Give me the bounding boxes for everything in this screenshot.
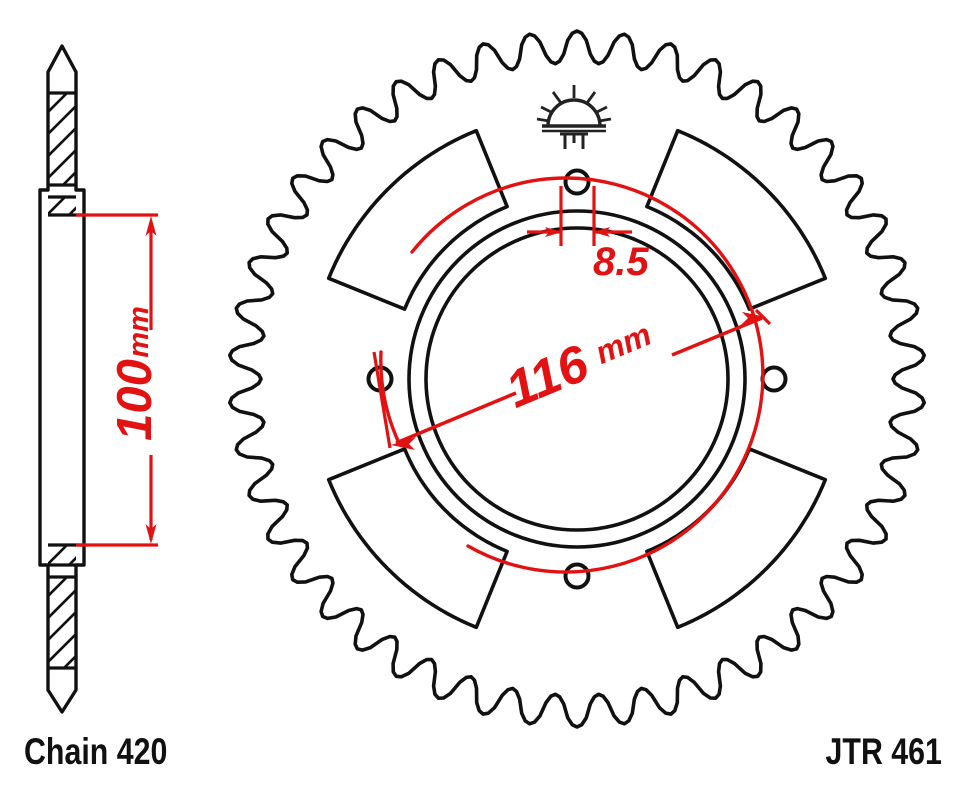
surface-finish-dome <box>546 98 602 127</box>
surface-finish-symbol <box>536 85 612 149</box>
side-section-view <box>38 44 86 714</box>
arrowhead-8.5-left <box>545 227 562 237</box>
arrowhead-down <box>145 524 157 544</box>
dim-line-116-lower <box>395 391 517 445</box>
dimension-8.5: 8.5 <box>527 186 649 284</box>
bolt-hole-bottom <box>563 562 591 590</box>
lightening-hole <box>645 128 828 311</box>
arrowhead-116-left <box>391 437 416 450</box>
lightening-holes <box>326 128 828 630</box>
section-hatch-bottom-small <box>48 545 76 565</box>
side-view-outline <box>38 44 86 714</box>
bolt-circle-arc-main <box>410 176 765 574</box>
bolt-hole-top <box>563 168 591 196</box>
dimension-8.5-value: 8.5 <box>593 240 649 284</box>
section-hatch-top <box>48 93 76 185</box>
ext-line-116-left <box>372 351 392 449</box>
center-bore-circle <box>424 226 730 532</box>
front-face-view <box>228 29 926 729</box>
lightening-hole <box>326 128 509 311</box>
dimension-100mm-value: 100 <box>108 359 162 441</box>
dim-line-116-upper <box>671 316 763 357</box>
dimension-100mm-text-group: 100 mm <box>108 306 162 441</box>
part-number-label: JTR 461 <box>825 731 942 772</box>
bolt-circle-arc-left <box>379 350 401 445</box>
bolt-circle-reference <box>379 176 765 574</box>
arrowhead-8.5-right <box>593 227 610 237</box>
section-hatch-top-small <box>48 197 76 215</box>
surface-finish-rays <box>536 85 612 123</box>
surface-finish-stand <box>560 132 588 149</box>
dimension-100mm: 100 mm <box>76 213 162 547</box>
chain-size-label: Chain 420 <box>24 731 168 772</box>
dimension-100mm-unit: mm <box>123 306 155 358</box>
lightening-hole <box>326 447 509 630</box>
hub-outer-circle <box>407 209 747 549</box>
bolt-hole-right <box>760 365 788 393</box>
arrowhead-up <box>145 216 157 236</box>
arrowhead-116-right <box>741 312 766 325</box>
section-hatch-bottom <box>48 577 76 668</box>
